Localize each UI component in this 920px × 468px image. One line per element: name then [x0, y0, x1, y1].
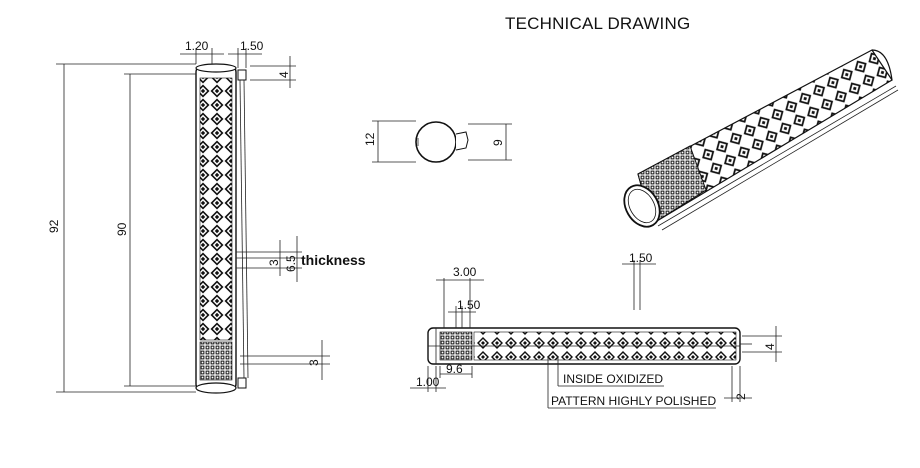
dim-top-right: 1.50 [240, 39, 264, 53]
dim-band-a: 3 [267, 259, 281, 266]
grid-band [199, 341, 233, 381]
dim-bottom-band: 3 [307, 359, 321, 366]
end-circle [415, 121, 457, 163]
dim-side-bottom-mid: 9.6 [446, 362, 463, 376]
dim-band-b: 6.5 [284, 255, 298, 272]
note-pattern-polished: PATTERN HIGHLY POLISHED [551, 394, 716, 408]
dim-end-height-right: 9 [491, 139, 505, 146]
dim-side-bottom-right: 2 [734, 393, 748, 400]
iso-back-rim [871, 49, 893, 81]
dim-top-right-small: 4 [277, 71, 291, 78]
dim-inner-length: 90 [115, 222, 129, 236]
diamond-pattern [199, 77, 233, 341]
dim-end-height-left: 12 [363, 132, 377, 146]
side-view: 3.00 1.50 1.50 4 1.00 9.6 INSIDE OXIDIZE… [410, 251, 782, 409]
dim-side-bottom-left: 1.00 [416, 375, 440, 389]
top-cap [195, 63, 237, 73]
dim-side-right: 4 [763, 343, 777, 350]
note-inside-oxidized: INSIDE OXIDIZED [563, 372, 663, 386]
front-view: 1.20 1.50 4 92 90 3 6.5 thickness [47, 39, 366, 394]
hinge [237, 69, 247, 81]
dim-top-left: 1.20 [185, 39, 209, 53]
end-clasp [455, 131, 469, 151]
dim-side-top-right: 1.50 [629, 251, 653, 265]
bottom-cap [195, 382, 237, 394]
end-view: 12 9 [363, 120, 512, 163]
isometric-view [623, 49, 899, 231]
drawing-title: TECHNICAL DRAWING [505, 14, 691, 33]
dim-side-top-1: 3.00 [453, 265, 477, 279]
dim-side-top-2: 1.50 [457, 298, 481, 312]
hinge-bottom [237, 377, 247, 389]
thickness-label: thickness [301, 252, 366, 268]
iso-end-opening [623, 184, 661, 228]
dim-overall-length: 92 [47, 219, 61, 233]
